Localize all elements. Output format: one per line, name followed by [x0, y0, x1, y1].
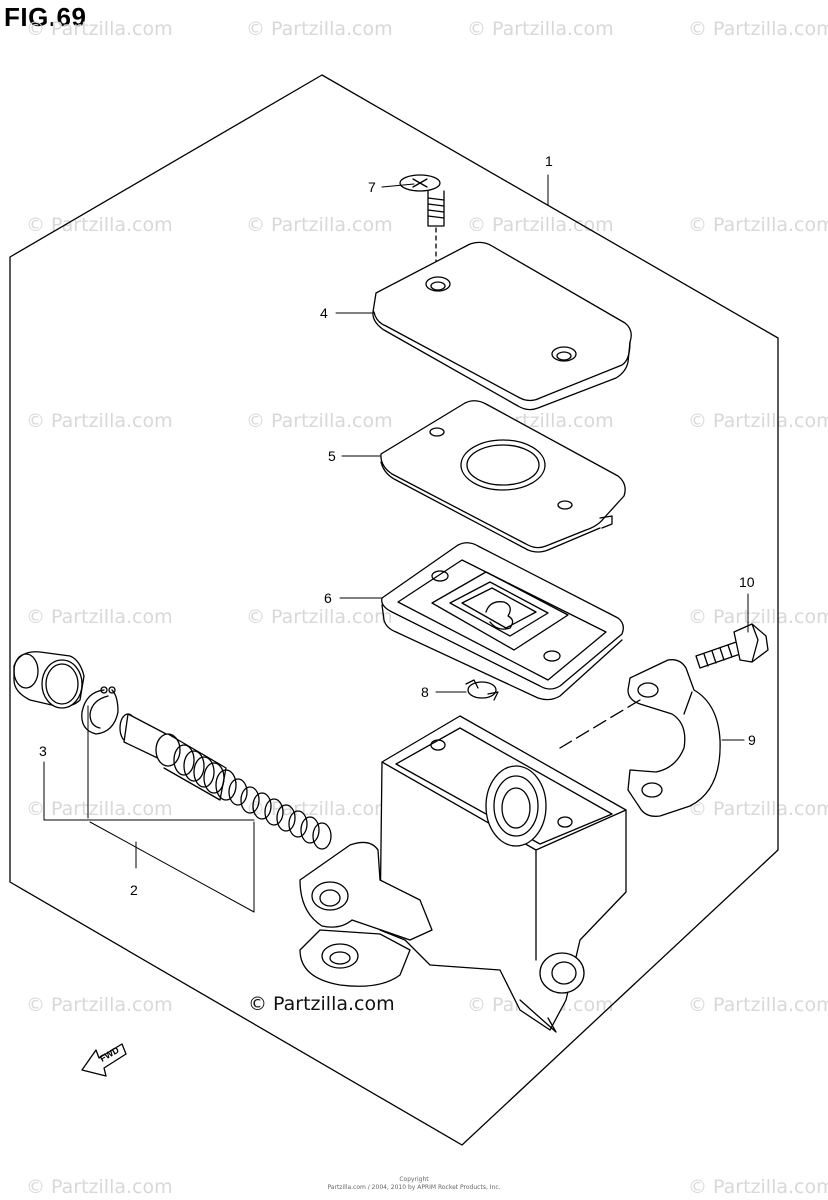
copyright-line: Copyright: [399, 1176, 429, 1183]
figure-title: FIG.69: [4, 2, 87, 32]
copyright-line: Partzilla.com / 2004, 2010 by APRIM Rock…: [327, 1184, 501, 1191]
callout-9: 9: [748, 732, 756, 748]
callout-3: 3: [39, 743, 47, 759]
part-8-clip: [465, 679, 499, 701]
watermark: © Partzilla.com: [688, 18, 828, 40]
leader-lines: [43, 174, 749, 913]
callout-4: 4: [320, 305, 328, 321]
watermark: © Partzilla.com: [688, 410, 828, 432]
watermark: © Partzilla.com: [246, 410, 393, 432]
part-2-piston-spring: [119, 713, 332, 850]
watermark: © Partzilla.com: [467, 18, 614, 40]
assembly-outline: [9, 74, 779, 1146]
watermark: © Partzilla.com: [688, 1176, 828, 1198]
callout-7: 7: [368, 179, 376, 195]
watermark: © Partzilla.com: [688, 994, 828, 1016]
watermark: © Partzilla.com: [26, 410, 173, 432]
watermark: © Partzilla.com: [688, 798, 828, 820]
watermark: © Partzilla.com: [246, 18, 393, 40]
callout-8: 8: [421, 684, 429, 700]
part-10-bolt: [695, 623, 769, 669]
watermark: © Partzilla.com: [688, 214, 828, 236]
watermark: © Partzilla.com: [467, 214, 614, 236]
watermark: © Partzilla.com: [26, 1176, 173, 1198]
circlip: [81, 686, 119, 735]
part-4-cap: [372, 241, 632, 411]
watermark: © Partzilla.com: [26, 994, 173, 1016]
part-6-diaphragm-boot: [381, 542, 624, 701]
watermark: © Partzilla.com: [246, 214, 393, 236]
watermark: © Partzilla.com: [26, 18, 173, 40]
watermark: © Partzilla.com: [26, 214, 173, 236]
watermark: © Partzilla.com: [688, 606, 828, 628]
forward-arrow-icon: [81, 1043, 127, 1077]
assembly-guide-line: [559, 699, 641, 749]
part-3-dust-boot: [13, 651, 85, 709]
master-cylinder-body: [299, 715, 627, 1033]
watermark: © Partzilla.com: [246, 606, 393, 628]
part-5-diaphragm-plate: [380, 400, 626, 553]
part-7-screw: [399, 174, 445, 284]
callout-1: 1: [545, 153, 553, 169]
callout-6: 6: [324, 590, 332, 606]
partzilla-credit: © Partzilla.com: [248, 993, 395, 1015]
watermark: © Partzilla.com: [26, 606, 173, 628]
callout-2: 2: [130, 882, 138, 898]
part-9-clamp: [627, 659, 721, 817]
callout-10: 10: [739, 574, 755, 590]
watermark: © Partzilla.com: [26, 798, 173, 820]
callout-5: 5: [328, 448, 336, 464]
